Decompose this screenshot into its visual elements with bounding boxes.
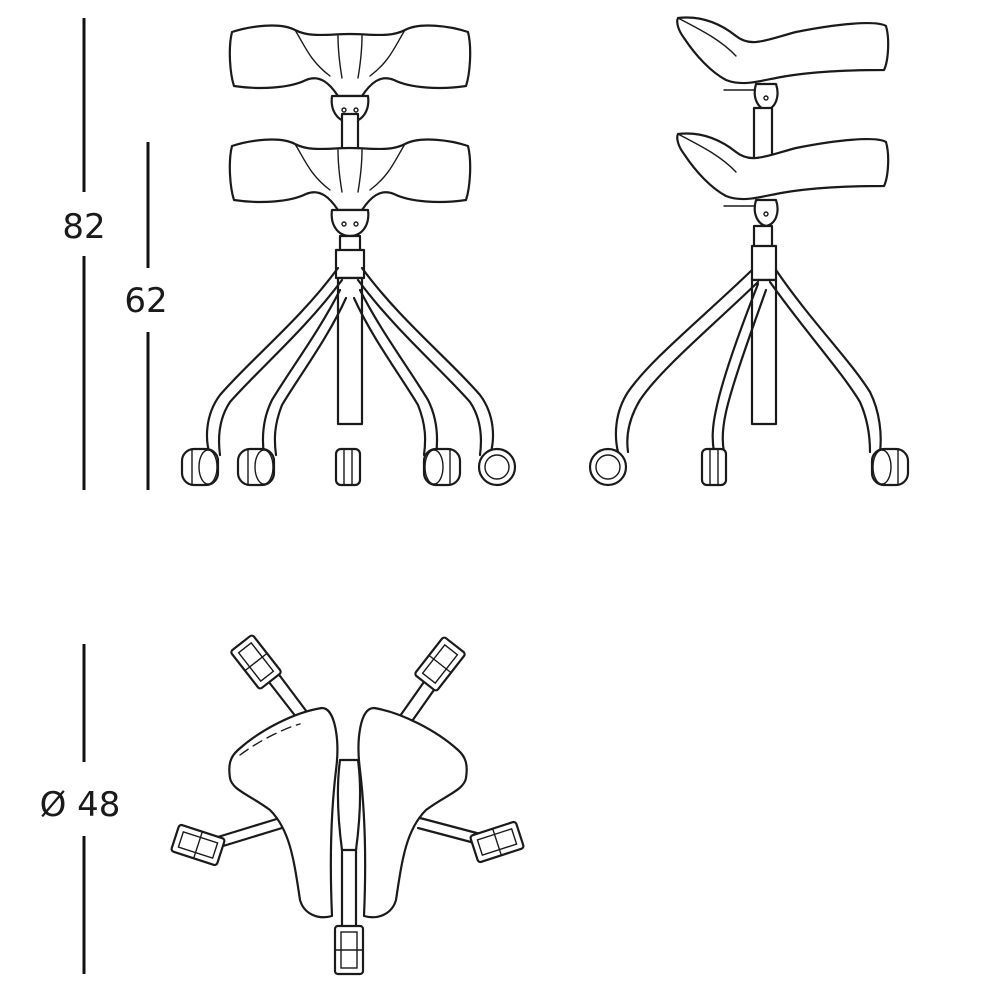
front-wheel-3 xyxy=(334,447,362,487)
side-wheel-3 xyxy=(870,447,910,487)
top-leg-upper-right xyxy=(398,635,467,726)
chair-top-view xyxy=(169,633,526,976)
front-wheel-2 xyxy=(236,447,276,487)
total-height-label: 82 xyxy=(62,207,105,247)
front-wheel-5 xyxy=(477,447,517,487)
front-wheel-1 xyxy=(180,447,220,487)
front-leg-far-right xyxy=(356,266,495,457)
side-rear-leg xyxy=(750,278,778,426)
front-base-hub xyxy=(334,248,366,280)
front-leg-right xyxy=(352,288,439,457)
dimension-total-height: 82 xyxy=(62,18,106,490)
side-wheel-2 xyxy=(700,447,728,487)
chair-side-view xyxy=(588,16,910,487)
side-leg-middle xyxy=(711,282,768,454)
side-leg-front xyxy=(614,268,760,454)
top-leg-bottom xyxy=(333,838,365,976)
side-base-hub xyxy=(750,244,778,282)
front-seat-raised xyxy=(228,24,472,124)
side-leg-back xyxy=(768,268,882,454)
top-leg-upper-left xyxy=(229,633,312,724)
front-leg-far-left xyxy=(205,266,344,457)
front-center-leg xyxy=(336,276,364,426)
front-leg-left xyxy=(261,288,348,457)
dimension-diameter: Ø 48 xyxy=(40,644,121,974)
side-seat-lowered xyxy=(676,132,890,228)
side-seat-raised xyxy=(676,16,890,112)
side-gas-column xyxy=(752,224,774,250)
diameter-label: Ø 48 xyxy=(40,785,121,825)
front-wheel-4 xyxy=(422,447,462,487)
top-seat-spine xyxy=(336,758,362,852)
front-seat-lowered xyxy=(228,138,472,238)
top-leg-right xyxy=(416,816,526,864)
top-seat-right-wing xyxy=(357,706,468,919)
top-seat-left-wing xyxy=(228,706,339,919)
dimension-seat-height: 62 xyxy=(124,142,168,490)
seat-height-label: 62 xyxy=(124,281,167,321)
top-leg-left xyxy=(169,816,284,867)
side-wheel-1 xyxy=(588,447,628,487)
chair-front-view xyxy=(180,24,517,487)
